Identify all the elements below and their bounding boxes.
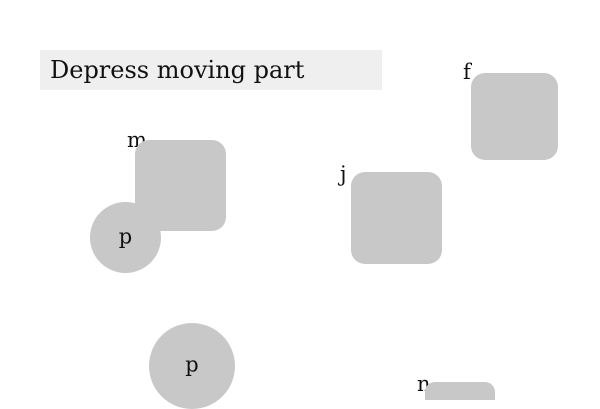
shape-label-f: f [463, 60, 471, 84]
shape-label-j: j [340, 162, 347, 186]
rounded-square-j[interactable] [351, 172, 442, 264]
instruction-banner: Depress moving part [40, 50, 382, 90]
circle-p-lower[interactable]: p [149, 323, 235, 409]
rounded-square-n[interactable] [425, 382, 495, 400]
rounded-square-f[interactable] [471, 73, 558, 160]
circle-p-upper[interactable]: p [90, 202, 161, 273]
shape-label-p-upper: p [118, 224, 133, 249]
shape-label-p-lower: p [185, 352, 199, 377]
